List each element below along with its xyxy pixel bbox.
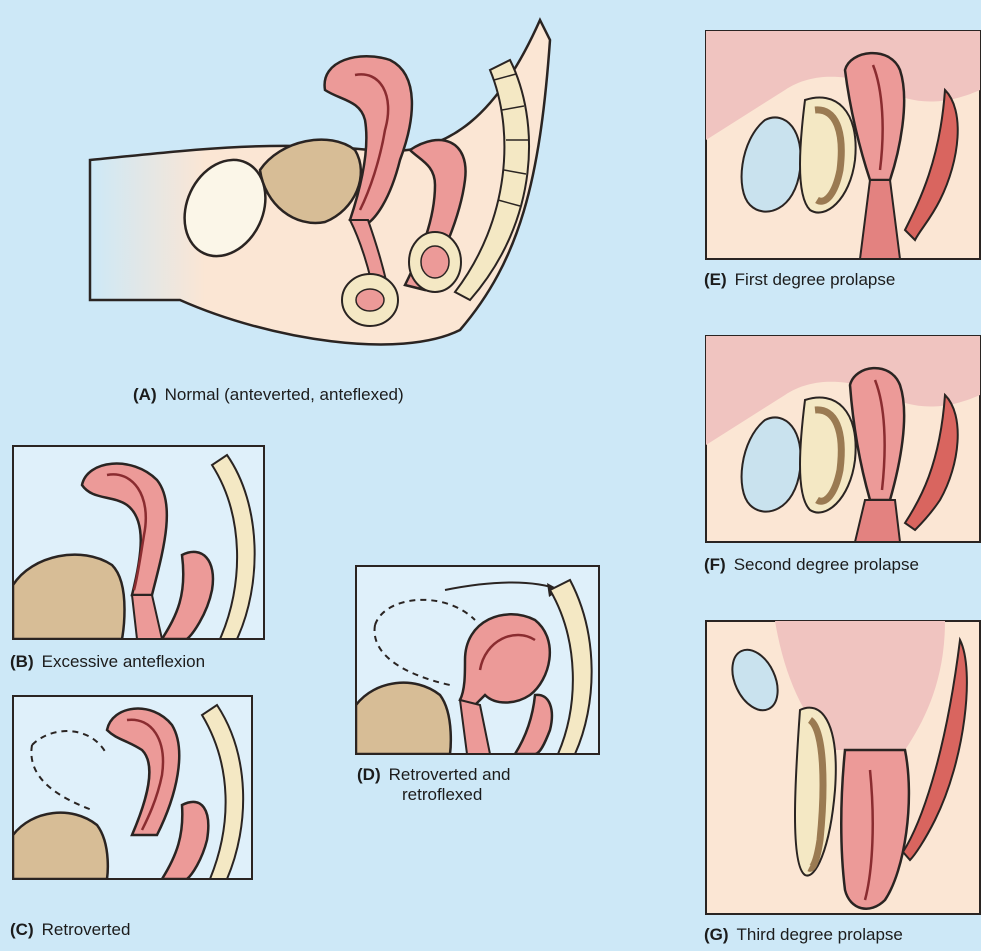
caption-e-tag: (E) xyxy=(704,270,727,289)
caption-e: (E) First degree prolapse xyxy=(704,270,895,290)
caption-d: (D) Retroverted and retroflexed xyxy=(357,765,597,805)
caption-g: (G) Third degree prolapse xyxy=(704,925,903,945)
panel-a-svg xyxy=(70,0,570,370)
caption-f: (F) Second degree prolapse xyxy=(704,555,919,575)
caption-a-text: Normal (anteverted, anteflexed) xyxy=(165,385,404,404)
panel-e-illustration xyxy=(705,30,981,260)
caption-b-text: Excessive anteflexion xyxy=(42,652,205,671)
panel-d-svg xyxy=(355,565,600,755)
caption-f-text: Second degree prolapse xyxy=(734,555,919,574)
panel-e-svg xyxy=(705,30,981,260)
caption-d-line2: retroflexed xyxy=(357,785,597,805)
caption-b-tag: (B) xyxy=(10,652,34,671)
panel-c-svg xyxy=(12,695,253,880)
caption-e-text: First degree prolapse xyxy=(735,270,896,289)
panel-b-illustration xyxy=(12,445,265,640)
caption-b: (B) Excessive anteflexion xyxy=(10,652,205,672)
panel-f-illustration xyxy=(705,335,981,543)
panel-a-illustration xyxy=(70,0,570,370)
caption-f-tag: (F) xyxy=(704,555,726,574)
panel-c-bladder xyxy=(13,813,108,879)
panel-d-bladder xyxy=(356,683,451,754)
caption-g-text: Third degree prolapse xyxy=(737,925,903,944)
caption-c-text: Retroverted xyxy=(42,920,131,939)
panel-g-svg xyxy=(705,620,981,915)
panel-f-svg xyxy=(705,335,981,543)
caption-a: (A) Normal (anteverted, anteflexed) xyxy=(133,385,404,405)
caption-a-tag: (A) xyxy=(133,385,157,404)
panel-c-illustration xyxy=(12,695,253,880)
caption-c: (C) Retroverted xyxy=(10,920,130,940)
caption-g-tag: (G) xyxy=(704,925,729,944)
panel-d-illustration xyxy=(355,565,600,755)
panel-b-svg xyxy=(12,445,265,640)
panel-g-illustration xyxy=(705,620,981,915)
panel-b-bladder xyxy=(13,555,125,639)
caption-c-tag: (C) xyxy=(10,920,34,939)
caption-d-line1: Retroverted and xyxy=(389,765,511,784)
caption-d-tag: (D) xyxy=(357,765,381,784)
